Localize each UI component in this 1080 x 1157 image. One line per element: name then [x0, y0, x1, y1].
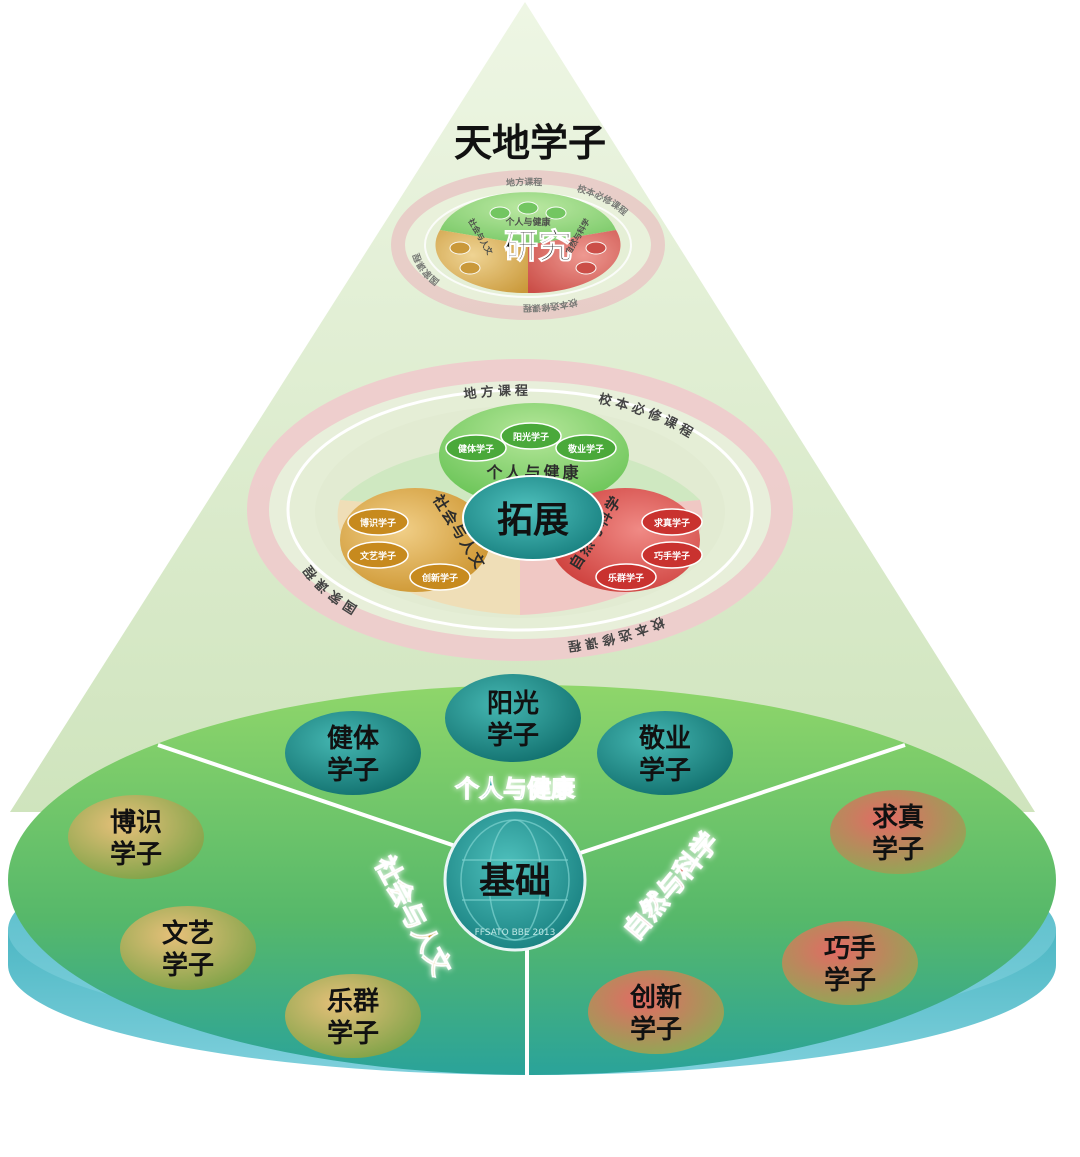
base-item-chuangxin: 创新 学子 — [588, 970, 724, 1054]
middle-ring-label-upper: 地方课程 — [463, 384, 532, 403]
top-level-circle: 地方课程 校本必修课程 校本选修课程 国家课程 个人与健康 社会与人文 自然与科… — [391, 170, 665, 320]
top-sector-label-health: 个人与健康 — [504, 216, 551, 228]
middle-item-health-1: 健体学子 — [445, 434, 507, 462]
svg-text:文艺学子: 文艺学子 — [359, 550, 396, 562]
svg-text:敬业: 敬业 — [638, 724, 691, 754]
svg-text:学子: 学子 — [327, 1018, 379, 1049]
svg-text:博识学子: 博识学子 — [360, 517, 396, 529]
middle-item-nature-1: 求真学子 — [641, 508, 703, 536]
svg-text:乐群学子: 乐群学子 — [608, 572, 644, 584]
svg-text:敬业学子: 敬业学子 — [567, 443, 604, 455]
svg-text:巧手学子: 巧手学子 — [654, 550, 690, 562]
middle-center-ball — [462, 475, 604, 561]
svg-text:创新: 创新 — [629, 982, 682, 1013]
disk-divider-right — [534, 743, 906, 870]
base-item-wenyi: 文艺 学子 — [120, 906, 256, 990]
svg-text:学子: 学子 — [872, 834, 924, 865]
middle-item-society-3: 创新学子 — [409, 563, 471, 591]
svg-text:学子: 学子 — [630, 1014, 682, 1045]
top-center-label: 研究 — [504, 227, 572, 267]
svg-text:学子: 学子 — [487, 720, 539, 751]
svg-text:创新学子: 创新学子 — [421, 572, 458, 584]
middle-item-nature-2: 巧手学子 — [641, 541, 703, 569]
middle-item-society-1: 博识学子 — [347, 508, 409, 536]
svg-text:阳光: 阳光 — [487, 689, 539, 719]
svg-text:巧手: 巧手 — [824, 934, 876, 964]
base-item-jingye: 敬业 学子 — [597, 711, 733, 795]
base-item-boshi: 博识 学子 — [68, 795, 204, 879]
svg-text:博识: 博识 — [110, 808, 162, 838]
middle-item-health-2: 阳光学子 — [500, 422, 562, 450]
svg-text:求真: 求真 — [872, 803, 924, 833]
middle-item-society-2: 文艺学子 — [347, 541, 409, 569]
svg-text:乐群: 乐群 — [327, 987, 379, 1017]
top-sector-health — [440, 192, 616, 245]
base-item-qiaoshou: 巧手 学子 — [782, 921, 918, 1005]
svg-text:基础: 基础 — [479, 861, 551, 902]
svg-text:求真学子: 求真学子 — [654, 517, 690, 529]
svg-text:健体学子: 健体学子 — [458, 443, 494, 455]
base-section-label-health: 个人与健康 — [455, 775, 576, 803]
base-item-lequn: 乐群 学子 — [285, 974, 421, 1058]
middle-item-nature-3: 乐群学子 — [595, 563, 657, 591]
svg-text:文艺: 文艺 — [162, 918, 214, 949]
svg-text:健体: 健体 — [327, 724, 380, 754]
base-item-yangguang: 阳光 学子 — [445, 674, 581, 762]
svg-text:学子: 学子 — [110, 839, 162, 870]
svg-text:阳光学子: 阳光学子 — [513, 431, 549, 443]
base-item-jianti: 健体 学子 — [285, 711, 421, 795]
page-title: 天地学子 — [454, 121, 606, 165]
middle-sector-health — [439, 403, 629, 507]
middle-level-circle: 地方课程 校本必修课程 校本选修课程 国家课程 健体学子 阳光学子 敬业学子 个… — [247, 359, 793, 661]
svg-text:学子: 学子 — [824, 965, 876, 996]
base-center-emblem: 基础 FFSATO BBE 2013 — [443, 808, 587, 952]
middle-center-label: 拓展 — [497, 500, 569, 541]
svg-text:学子: 学子 — [639, 755, 691, 786]
svg-text:学子: 学子 — [327, 755, 379, 786]
svg-text:学子: 学子 — [162, 950, 214, 981]
base-item-qiuzhen: 求真 学子 — [830, 790, 966, 874]
emblem-text: FFSATO BBE 2013 — [475, 928, 556, 938]
middle-item-health-3: 敬业学子 — [555, 434, 617, 462]
